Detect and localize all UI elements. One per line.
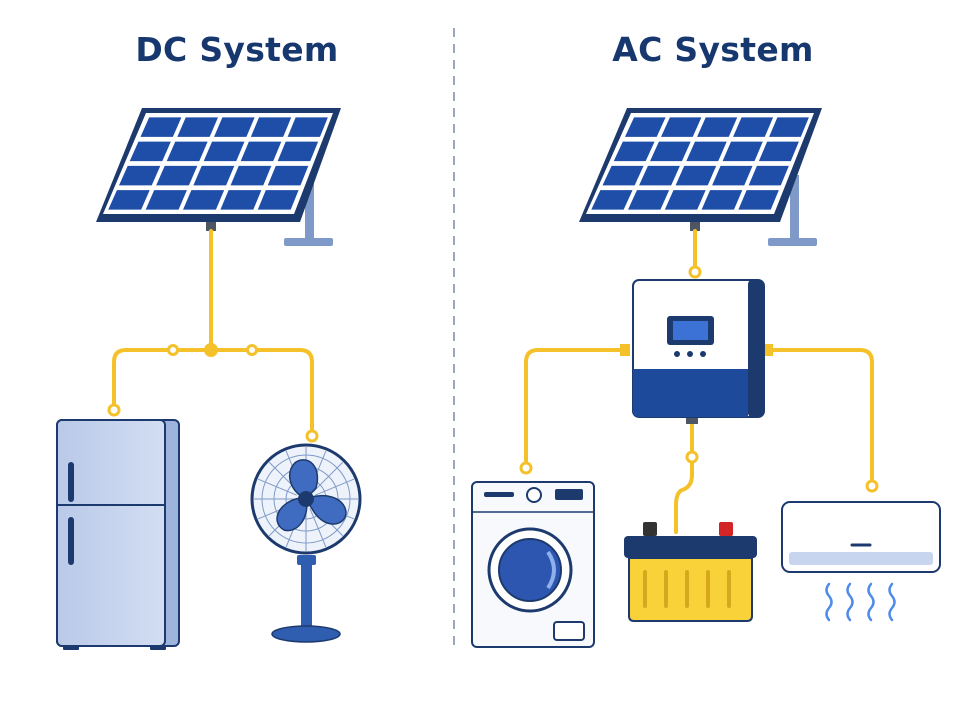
grille-spoke: [257, 478, 297, 496]
ac-panel-cells: [591, 117, 809, 210]
dc-panel-cells: [108, 117, 328, 210]
solar-cell: [661, 117, 702, 137]
solar-cell: [257, 190, 299, 210]
solar-cell: [140, 117, 182, 137]
solar-cell: [701, 190, 743, 210]
solar-cell: [277, 141, 319, 162]
solar-cell: [686, 141, 727, 162]
solar-cell: [628, 190, 670, 210]
solar-cell: [613, 141, 655, 162]
solar-cell: [738, 190, 779, 210]
solar-cell: [733, 117, 774, 137]
refrigerator: [56, 419, 180, 650]
grille-spoke: [312, 461, 344, 493]
pedestal-fan: [250, 443, 362, 643]
inverter: [620, 279, 773, 424]
solar-cell: [193, 165, 235, 186]
ac-solar-panel: [579, 108, 822, 246]
solar-cell: [183, 190, 225, 210]
dc-solar-panel: [96, 108, 341, 246]
ac-system-title: AC System: [612, 30, 814, 69]
solar-cell: [712, 165, 753, 186]
dc-system-title: DC System: [135, 30, 339, 69]
solar-cell: [250, 117, 292, 137]
solar-cell: [119, 165, 161, 186]
solar-cell: [697, 117, 738, 137]
solar-cell: [664, 190, 706, 210]
solar-cell: [748, 165, 789, 186]
solar-cell: [177, 117, 219, 137]
solar-cell: [639, 165, 680, 186]
washing-machine: [471, 481, 595, 648]
solar-cell: [220, 190, 262, 210]
solar-cell: [203, 141, 245, 162]
air-conditioner: [781, 501, 941, 622]
grille-spoke: [309, 508, 327, 548]
solar-cell: [230, 165, 272, 186]
solar-cell: [129, 141, 171, 162]
solar-cell: [591, 190, 633, 210]
solar-cell: [758, 141, 799, 162]
ac-wire-nodes: [519, 265, 879, 493]
solar-cell: [145, 190, 187, 210]
solar-cell: [267, 165, 309, 186]
dc-wire-nodes: [107, 343, 319, 443]
solar-cell: [624, 117, 666, 137]
solar-cell: [240, 141, 282, 162]
solar-cell: [108, 190, 150, 210]
solar-cell: [287, 117, 328, 137]
solar-cell: [602, 165, 644, 186]
solar-cell: [769, 117, 809, 137]
dc-wiring: [112, 229, 314, 435]
solar-cell: [650, 141, 691, 162]
solar-cell: [675, 165, 717, 186]
solar-cell: [166, 141, 208, 162]
solar-cell: [722, 141, 763, 162]
battery: [624, 522, 757, 622]
fan-blades: [276, 459, 347, 532]
ac-wiring: [524, 229, 874, 534]
grille-spoke: [315, 478, 355, 496]
solar-cell: [214, 117, 255, 137]
solar-cell: [156, 165, 198, 186]
